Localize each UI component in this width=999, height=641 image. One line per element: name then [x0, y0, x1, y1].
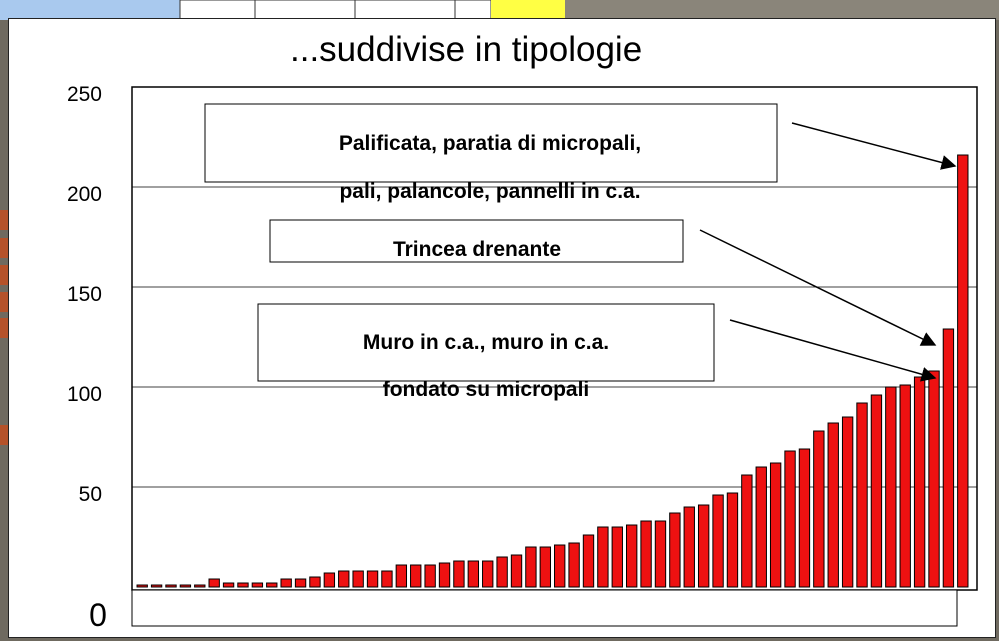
- bar: [654, 520, 667, 588]
- bar: [697, 504, 710, 588]
- bar: [741, 474, 753, 588]
- bar: [395, 564, 408, 588]
- bar: [251, 582, 264, 588]
- bar: [165, 584, 177, 588]
- bar: [841, 416, 854, 588]
- y-tick-label: 100: [67, 383, 102, 406]
- bar: [827, 422, 839, 588]
- bar: [640, 520, 652, 588]
- bar: [309, 576, 321, 588]
- bar: [237, 582, 249, 588]
- bar: [338, 570, 350, 588]
- bar: [942, 328, 955, 588]
- annotation-palificata: Palificata, paratia di micropali, pali, …: [204, 103, 778, 203]
- bar: [626, 524, 638, 588]
- annotation-muro: Muro in c.a., muro in c.a. fondato su mi…: [257, 303, 715, 401]
- bar: [222, 582, 235, 588]
- annotation-palificata-line-2: pali, palancole, pannelli in c.a.: [339, 180, 640, 203]
- annotation-palificata-line-1: Palificata, paratia di micropali,: [339, 132, 641, 155]
- annotation-muro-line-1: Muro in c.a., muro in c.a.: [363, 331, 609, 354]
- bar: [150, 584, 163, 588]
- bar: [539, 546, 551, 588]
- bar: [525, 546, 537, 588]
- bar: [136, 584, 148, 588]
- bar: [784, 450, 796, 588]
- bar: [885, 386, 897, 588]
- bar: [755, 466, 767, 588]
- bar: [266, 582, 278, 588]
- bar: [928, 370, 940, 588]
- y-tick-label: 50: [79, 483, 102, 506]
- bar: [510, 554, 523, 588]
- bar: [453, 560, 465, 588]
- annotation-muro-line-2: fondato su micropali: [383, 378, 590, 401]
- bar: [582, 534, 595, 588]
- bar: [194, 584, 206, 588]
- bar: [611, 526, 623, 588]
- bar: [597, 526, 609, 588]
- bar: [712, 494, 724, 588]
- bar-series: [136, 154, 969, 588]
- annotation-trincea: Trincea drenante: [269, 219, 684, 263]
- bar: [482, 560, 494, 588]
- y-tick-label: 250: [67, 83, 102, 106]
- annotation-arrow-trincea: [699, 229, 937, 346]
- bar: [899, 384, 911, 588]
- y-tick-label: 200: [67, 183, 102, 206]
- bar: [294, 578, 307, 588]
- bar: [179, 584, 192, 588]
- bar: [870, 394, 883, 588]
- y-tick-label: 0: [89, 597, 107, 633]
- bar: [726, 492, 739, 588]
- y-axis-ticks: 0 50 100 150 200 250: [67, 83, 107, 633]
- bar: [424, 564, 436, 588]
- bar: [568, 542, 580, 588]
- bar: [366, 570, 379, 588]
- bar: [813, 430, 825, 588]
- bar: [467, 560, 480, 588]
- bar: [352, 570, 364, 588]
- chart-title: ...suddivise in tipologie: [290, 30, 643, 69]
- x-axis-label-box: [131, 589, 958, 627]
- bar: [683, 506, 695, 588]
- bar: [323, 572, 336, 588]
- bar: [913, 376, 926, 588]
- bar: [554, 544, 566, 588]
- annotation-arrow-muro: [729, 319, 937, 382]
- bar: [669, 512, 681, 588]
- y-tick-label: 150: [67, 283, 102, 306]
- bar: [798, 448, 811, 588]
- bar: [280, 578, 292, 588]
- bar: [438, 562, 451, 588]
- annotation-trincea-line-1: Trincea drenante: [393, 238, 561, 261]
- bar: [208, 578, 220, 588]
- bar: [410, 564, 422, 588]
- annotation-arrow-palificata: [791, 122, 957, 170]
- bar: [769, 462, 782, 588]
- bar: [957, 154, 969, 588]
- bar: [496, 556, 508, 588]
- bar: [856, 402, 868, 588]
- bar: [381, 570, 393, 588]
